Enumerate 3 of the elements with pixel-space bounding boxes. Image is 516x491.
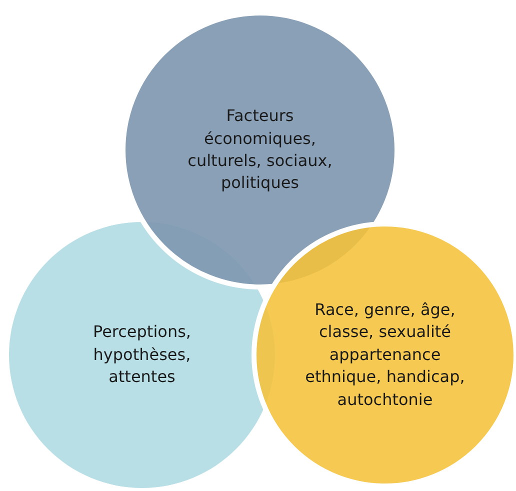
circle-label: Perceptions, hypothèses, attentes [92, 321, 192, 388]
circle-label: Race, genre, âge, classe, sexualité appartenance ethnique, handicap, autochtonie [304, 299, 466, 411]
circle-label: Facteurs économiques, culturels, sociaux, politiques [186, 105, 334, 194]
